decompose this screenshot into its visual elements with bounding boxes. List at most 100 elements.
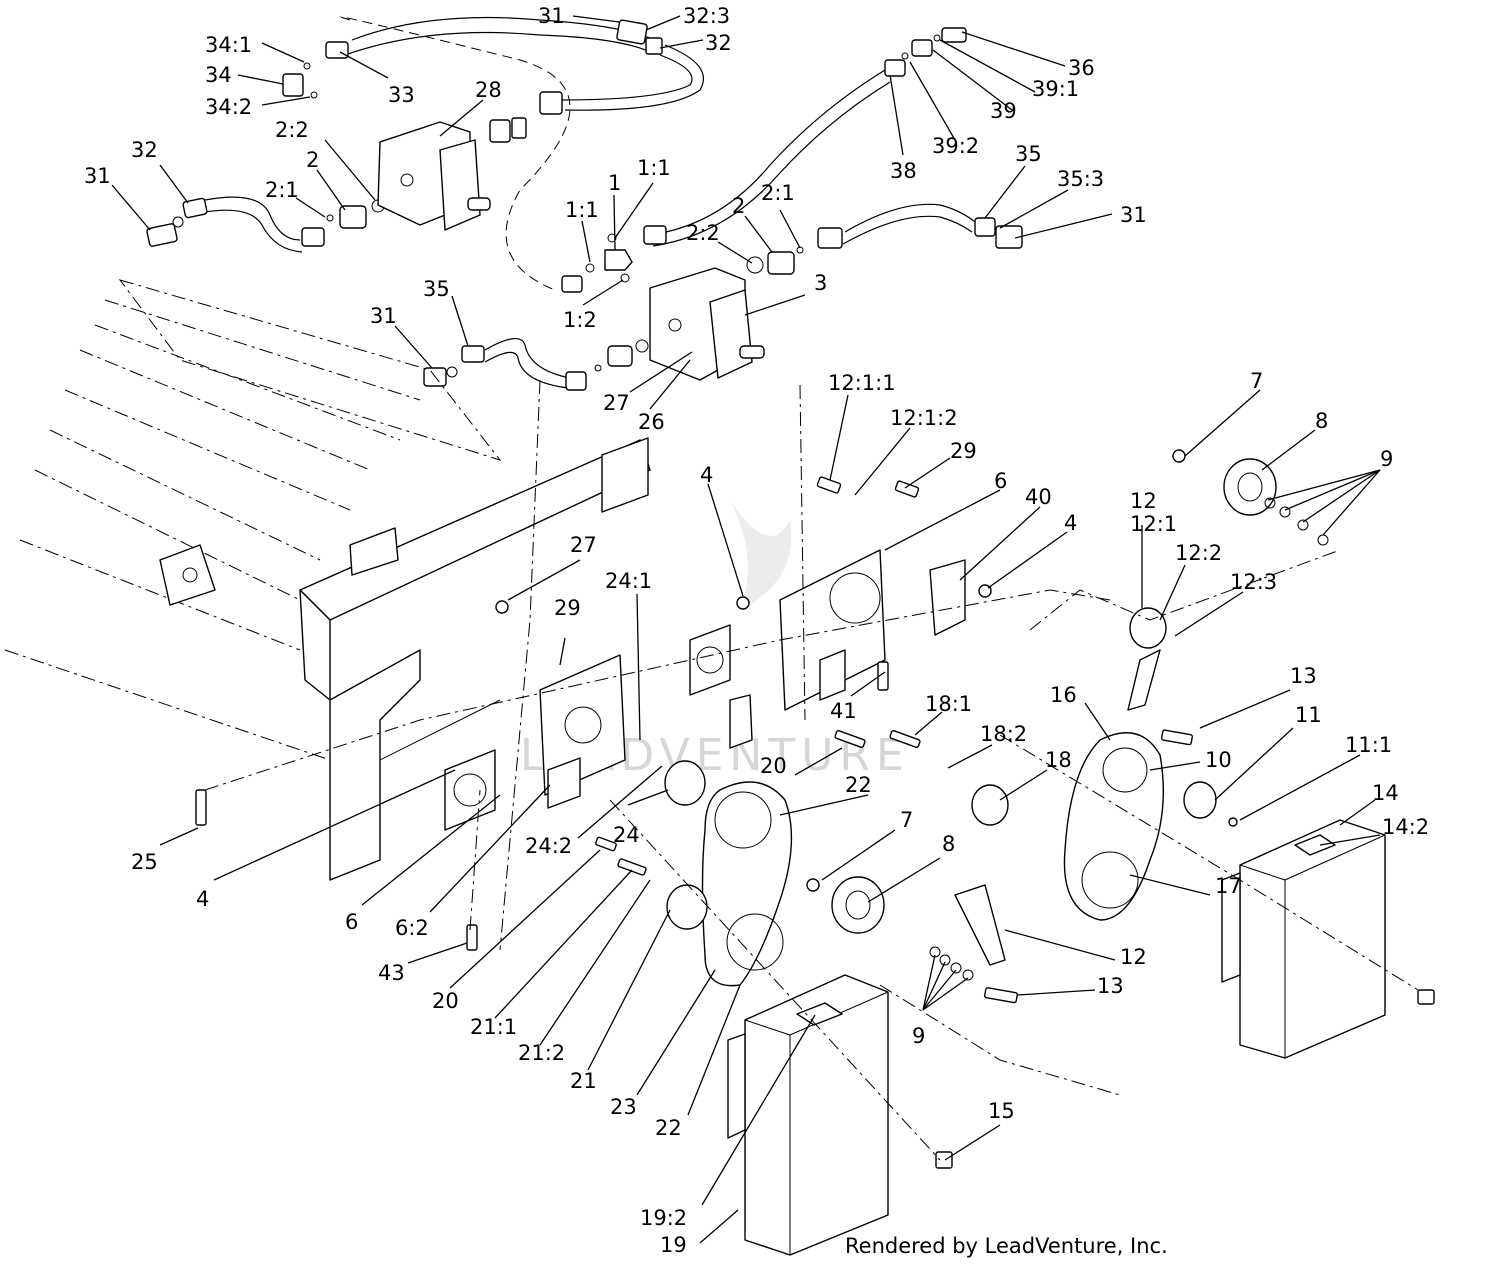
label-28: 28 <box>475 78 502 102</box>
label-11: 11 <box>1295 703 1322 727</box>
label-1-1-a: 1:1 <box>565 198 599 222</box>
label-12-top: 12 <box>1130 489 1157 513</box>
label-12-mid: 12 <box>1120 945 1147 969</box>
label-27-top: 27 <box>603 391 630 415</box>
label-12-2: 12:2 <box>1175 541 1222 565</box>
label-4-left: 4 <box>196 887 209 911</box>
label-39-2: 39:2 <box>932 134 979 158</box>
leader-lines <box>111 15 1381 1244</box>
label-21-1: 21:1 <box>470 1015 517 1039</box>
bolts <box>195 449 1435 1169</box>
hydraulic-motor-3 <box>649 267 765 381</box>
label-2-left: 2 <box>306 148 319 172</box>
label-1-1-b: 1:1 <box>637 156 671 180</box>
label-13-top: 13 <box>1290 664 1317 688</box>
hydraulic-motor-28 <box>377 121 491 231</box>
belt-cover-14 <box>1221 819 1386 1059</box>
label-19: 19 <box>660 1233 687 1257</box>
label-18-1: 18:1 <box>925 692 972 716</box>
label-1: 1 <box>608 171 621 195</box>
label-40: 40 <box>1025 485 1052 509</box>
label-2-1-mid: 2:1 <box>761 181 795 205</box>
label-3: 3 <box>814 271 827 295</box>
label-24-1: 24:1 <box>605 569 652 593</box>
label-31-right: 31 <box>1120 203 1147 227</box>
label-9-top: 9 <box>1380 447 1393 471</box>
label-2-2-left: 2:2 <box>275 118 309 142</box>
label-34-1: 34:1 <box>205 33 252 57</box>
belt-cover-19 <box>727 974 889 1256</box>
label-21: 21 <box>570 1069 597 1093</box>
label-32-left: 32 <box>131 138 158 162</box>
label-38: 38 <box>890 159 917 183</box>
label-7-top: 7 <box>1250 369 1263 393</box>
label-12-1-2: 12:1:2 <box>890 406 958 430</box>
label-16: 16 <box>1050 683 1077 707</box>
label-14-2: 14:2 <box>1382 815 1429 839</box>
alignment-lines <box>204 379 1419 1161</box>
label-12-3: 12:3 <box>1230 570 1277 594</box>
label-12-1: 12:1 <box>1130 512 1177 536</box>
label-26: 26 <box>638 410 665 434</box>
label-2-mid: 2 <box>732 194 745 218</box>
label-33: 33 <box>388 83 415 107</box>
label-18-2: 18:2 <box>980 722 1027 746</box>
label-32-3-top: 32:3 <box>683 4 730 28</box>
bearing-mount-center <box>689 549 966 749</box>
label-22-top: 22 <box>845 773 872 797</box>
label-27-mid: 27 <box>570 533 597 557</box>
label-14: 14 <box>1372 781 1399 805</box>
label-2-2-mid: 2:2 <box>686 221 720 245</box>
label-6-left: 6 <box>345 910 358 934</box>
label-35-left: 35 <box>423 277 450 301</box>
label-19-2: 19:2 <box>640 1206 687 1230</box>
label-21-2: 21:2 <box>518 1041 565 1065</box>
label-8-mid: 8 <box>942 832 955 856</box>
bearing-mount-left <box>444 654 626 831</box>
label-31-top: 31 <box>538 4 565 28</box>
drive-belt-22 <box>701 781 793 987</box>
label-35-3: 35:3 <box>1057 167 1104 191</box>
label-15: 15 <box>988 1099 1015 1123</box>
label-17: 17 <box>1215 874 1242 898</box>
label-13-mid: 13 <box>1097 974 1124 998</box>
drive-belt-16 <box>1063 732 1165 921</box>
label-6-right: 6 <box>994 469 1007 493</box>
label-36: 36 <box>1068 56 1095 80</box>
label-39-1: 39:1 <box>1032 77 1079 101</box>
label-20-bot: 20 <box>432 989 459 1013</box>
label-4-top: 4 <box>700 463 713 487</box>
label-4-right: 4 <box>1064 511 1077 535</box>
label-29-right: 29 <box>950 439 977 463</box>
label-24-2: 24:2 <box>525 834 572 858</box>
label-43: 43 <box>378 961 405 985</box>
label-11-1: 11:1 <box>1345 733 1392 757</box>
label-32-top: 32 <box>705 31 732 55</box>
label-34-2: 34:2 <box>205 95 252 119</box>
label-18: 18 <box>1045 748 1072 772</box>
label-2-1-left: 2:1 <box>265 178 299 202</box>
label-6-2: 6:2 <box>395 916 429 940</box>
rendered-by-footer: Rendered by LeadVenture, Inc. <box>845 1234 1168 1258</box>
label-7-mid: 7 <box>900 808 913 832</box>
label-23: 23 <box>610 1095 637 1119</box>
label-35-right: 35 <box>1015 142 1042 166</box>
label-12-1-1: 12:1:1 <box>828 371 896 395</box>
label-41: 41 <box>830 699 857 723</box>
label-10: 10 <box>1205 748 1232 772</box>
label-31-left: 31 <box>84 164 111 188</box>
pulleys <box>664 458 1329 981</box>
label-1-2: 1:2 <box>563 308 597 332</box>
mower-deck <box>4 279 651 881</box>
label-8-top: 8 <box>1315 409 1328 433</box>
label-29-mid: 29 <box>554 596 581 620</box>
label-25: 25 <box>131 850 158 874</box>
label-22-bot: 22 <box>655 1116 682 1140</box>
label-39: 39 <box>990 99 1017 123</box>
label-9-mid: 9 <box>912 1024 925 1048</box>
label-31-mid: 31 <box>370 304 397 328</box>
label-24: 24 <box>613 823 640 847</box>
label-34: 34 <box>205 63 232 87</box>
callout-labels: 31 32:3 32 34:1 34 34:2 33 28 2:2 2 2:1 … <box>84 4 1429 1257</box>
